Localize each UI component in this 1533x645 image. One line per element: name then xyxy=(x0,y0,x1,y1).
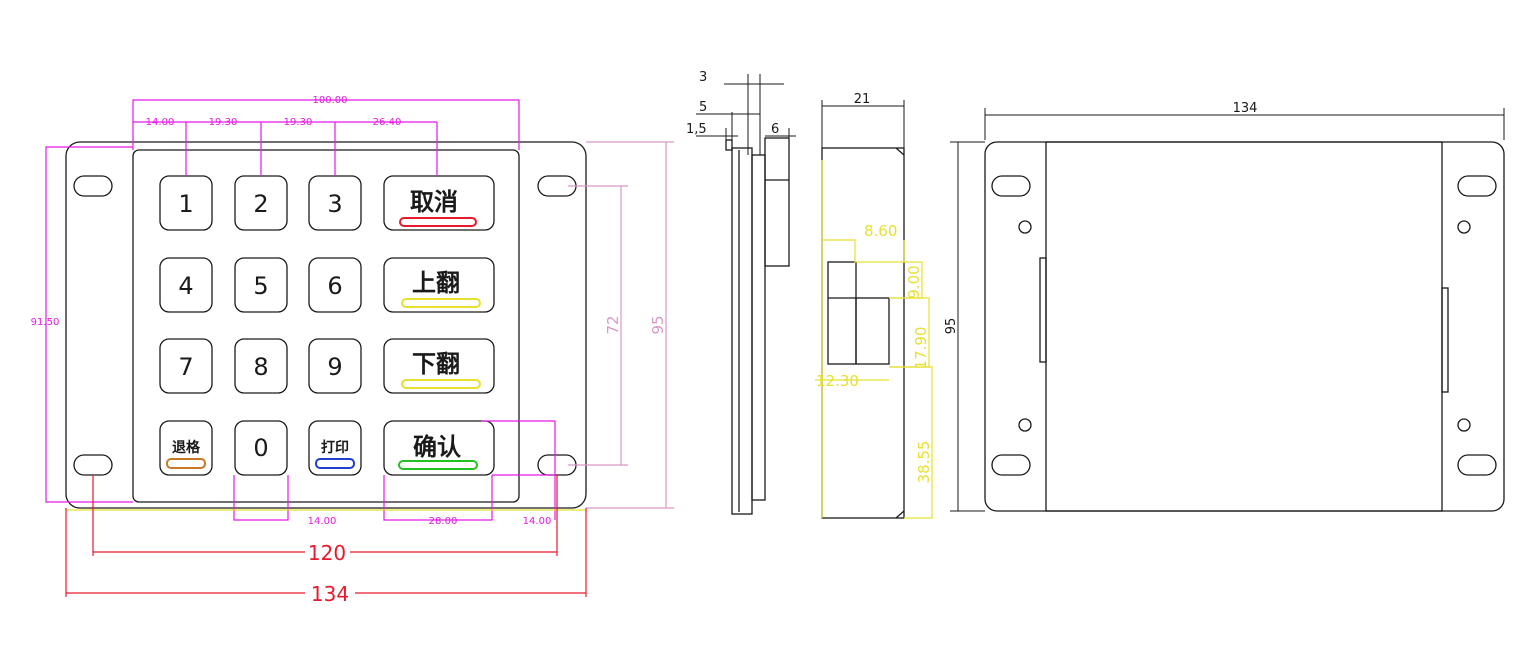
key-print-bar xyxy=(315,458,355,469)
key-5 xyxy=(234,257,288,313)
key-8 xyxy=(234,338,288,394)
dim-bottom-right: 14.00 xyxy=(523,516,552,527)
dim-top-seg-2: 19.30 xyxy=(209,117,238,128)
magenta-dimension-texts: 100.00 14.00 19.30 19.30 26.40 91.50 14.… xyxy=(31,95,552,527)
side-connector xyxy=(764,137,790,267)
back-view xyxy=(950,108,1505,512)
dim-hole-pitch-vertical: 72 xyxy=(604,315,622,334)
back-inner-box xyxy=(1045,141,1443,512)
side-dim-5: 5 xyxy=(699,100,707,115)
key-backspace xyxy=(159,420,213,476)
keypad-area-outline xyxy=(132,149,520,503)
red-dimension-lines xyxy=(65,475,587,597)
mounting-hole xyxy=(73,175,113,197)
section-dim-12-30: 12.30 xyxy=(816,372,859,390)
key-label-8: 8 xyxy=(253,353,268,381)
dim-left-height: 91.50 xyxy=(31,317,60,328)
dim-right-height: 95 xyxy=(649,315,667,334)
screw-hole xyxy=(1457,220,1471,234)
side-dim-3: 3 xyxy=(699,70,707,85)
back-side-tab-right xyxy=(1441,287,1449,393)
magenta-dimension-lines xyxy=(45,99,556,521)
key-cancel-bar xyxy=(399,217,477,227)
key-label-2: 2 xyxy=(253,190,268,218)
dim-top-total: 100.00 xyxy=(313,95,348,106)
key-backspace-bar xyxy=(166,458,206,469)
mounting-hole xyxy=(1457,454,1497,476)
key-confirm-bar xyxy=(398,460,478,470)
side-keys xyxy=(725,139,733,151)
key-cancel-label: 取消 xyxy=(410,188,458,216)
screw-hole xyxy=(1457,418,1471,432)
key-print xyxy=(308,420,362,476)
section-yellow-dims xyxy=(815,160,933,519)
dim-top-seg-3: 19.30 xyxy=(284,117,313,128)
dim-overall-width: 134 xyxy=(311,582,349,606)
section-block-1 xyxy=(827,261,857,365)
key-label-6: 6 xyxy=(327,272,342,300)
key-page-up-bar xyxy=(401,298,481,308)
pink-dimension-lines xyxy=(568,141,674,509)
key-backspace-label: 退格 xyxy=(172,439,201,456)
key-page-down-label: 下翻 xyxy=(412,350,460,378)
key-cancel xyxy=(383,175,495,231)
side-view-dims: 3 5 1,5 6 xyxy=(686,70,779,137)
key-0 xyxy=(234,420,288,476)
mounting-hole xyxy=(991,454,1031,476)
section-view xyxy=(821,100,905,519)
key-page-up-label: 上翻 xyxy=(412,269,460,297)
back-dim-height: 95 xyxy=(944,318,959,335)
key-label-5: 5 xyxy=(253,272,268,300)
section-body xyxy=(821,147,905,519)
key-page-down-bar xyxy=(401,379,481,389)
section-dim-38-55: 38.55 xyxy=(915,441,933,484)
key-print-label: 打印 xyxy=(321,439,349,456)
key-label-9: 9 xyxy=(327,353,342,381)
section-block-2 xyxy=(855,297,890,365)
key-label-0: 0 xyxy=(253,434,268,462)
key-4 xyxy=(159,257,213,313)
section-yellow-texts: 8.60 9.00 17.90 12.30 38.55 xyxy=(816,222,933,483)
mounting-hole xyxy=(73,454,113,476)
key-9 xyxy=(308,338,362,394)
small-key-labels: 退格 打印 xyxy=(172,439,349,456)
back-plate xyxy=(984,141,1505,512)
key-label-1: 1 xyxy=(178,190,193,218)
section-dim-8-60: 8.60 xyxy=(864,222,897,240)
front-plate-outline xyxy=(65,141,587,509)
side-view xyxy=(696,74,796,515)
section-dim-17-90: 17.90 xyxy=(912,327,930,370)
numeric-keys xyxy=(159,175,362,476)
key-label-7: 7 xyxy=(178,353,193,381)
dim-top-seg-4: 26.40 xyxy=(373,117,402,128)
dim-bottom-key-0: 14.00 xyxy=(308,516,337,527)
key-label-3: 3 xyxy=(327,190,342,218)
key-confirm-label: 确认 xyxy=(413,433,461,461)
key-7 xyxy=(159,338,213,394)
mounting-hole xyxy=(991,175,1031,197)
back-dim-width: 134 xyxy=(1233,101,1258,116)
numeric-key-labels: 1 2 3 4 5 6 7 8 9 0 xyxy=(178,190,342,462)
function-key-labels: 取消 上翻 下翻 确认 xyxy=(410,188,461,461)
key-6 xyxy=(308,257,362,313)
side-dim-1-5: 1,5 xyxy=(686,122,707,137)
screw-hole xyxy=(1018,418,1032,432)
section-dim-9-00: 9.00 xyxy=(905,265,923,298)
side-plate xyxy=(731,147,753,515)
mounting-hole xyxy=(1457,175,1497,197)
key-label-4: 4 xyxy=(178,272,193,300)
side-body xyxy=(751,154,766,501)
section-dim-width: 21 xyxy=(854,92,871,107)
back-side-tab-left xyxy=(1039,257,1047,363)
dim-hole-pitch-horizontal: 120 xyxy=(308,541,346,565)
dim-bottom-confirm: 28.00 xyxy=(429,516,458,527)
front-view xyxy=(65,141,587,509)
side-dim-6: 6 xyxy=(771,122,779,137)
dim-top-seg-1: 14.00 xyxy=(146,117,175,128)
screw-hole xyxy=(1018,220,1032,234)
